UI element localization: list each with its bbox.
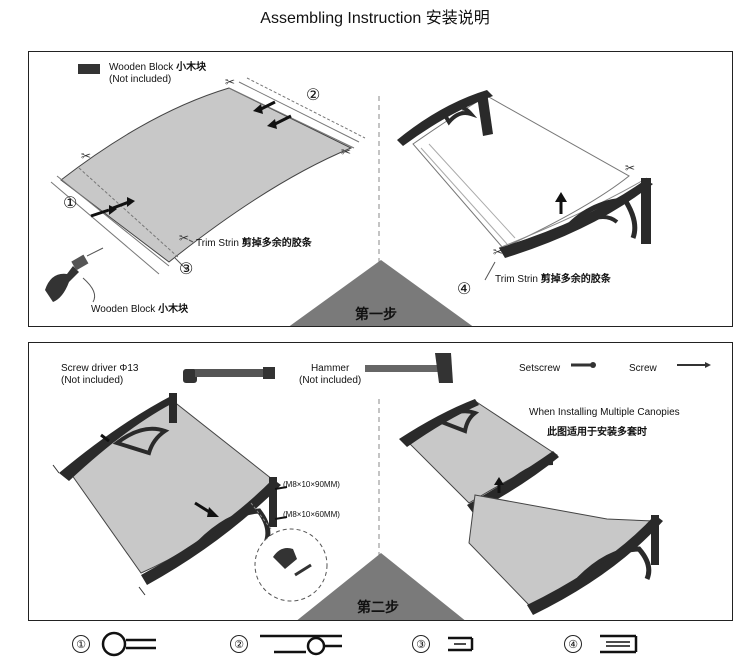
wooden-block-swatch bbox=[78, 64, 100, 74]
step-two-triangle bbox=[297, 553, 465, 620]
svg-text:✂: ✂ bbox=[179, 231, 189, 245]
svg-text:✂: ✂ bbox=[81, 149, 91, 163]
step-one-triangle bbox=[289, 260, 473, 326]
bracket-fit-icon bbox=[448, 636, 474, 652]
step-two-illustration bbox=[52, 353, 711, 620]
title-chinese: 安装说明 bbox=[425, 10, 490, 27]
marker-3: ③ bbox=[179, 261, 194, 278]
sequence-number-4: ④ bbox=[564, 635, 582, 653]
screwdriver-label: Screw driver Φ13(Not included) bbox=[61, 363, 139, 386]
step-two-panel: Screw driver Φ13(Not included) Hammer(No… bbox=[28, 342, 733, 621]
screwdriver-icon bbox=[183, 369, 197, 383]
marker-2: ② bbox=[306, 87, 321, 104]
sequence-number-3: ③ bbox=[412, 635, 430, 653]
page-title: Assembling Instruction 安装说明 bbox=[0, 4, 750, 28]
svg-text:✂: ✂ bbox=[225, 75, 235, 89]
clip-connector-icon bbox=[260, 634, 342, 656]
sequence-item-1: ① bbox=[72, 630, 160, 658]
hammer-tool-icon bbox=[365, 365, 441, 372]
svg-text:✂: ✂ bbox=[625, 161, 635, 175]
trim-strin-label: Trim Strin 剪掉多余的胶条 bbox=[196, 238, 312, 249]
multiple-canopies-cn-label: 此图适用于安装多套时 bbox=[547, 427, 647, 438]
bolt-label-90: (M8×10×90MM) bbox=[283, 480, 340, 489]
hammer-icon bbox=[45, 266, 79, 302]
ring-connector-icon bbox=[101, 631, 156, 657]
fastening-sequence: ① ② ③ ④ bbox=[0, 624, 750, 664]
trim-strin-right-label: Trim Strin 剪掉多余的胶条 bbox=[495, 274, 611, 285]
canopy-sheet-right bbox=[412, 95, 630, 249]
wooden-block-bottom-label: Wooden Block 小木块 bbox=[91, 304, 189, 315]
svg-text:✂: ✂ bbox=[341, 145, 351, 159]
sequence-number-1: ① bbox=[72, 635, 90, 653]
screw-label: Screw bbox=[629, 363, 657, 374]
step-one-illustration: ✂ ✂ ✂ ✂ ✂ ✂ bbox=[45, 64, 653, 326]
wooden-block-legend: Wooden Block 小木块 (Not included) bbox=[109, 62, 207, 85]
setscrew-label: Setscrew bbox=[519, 363, 561, 374]
sequence-item-2: ② bbox=[230, 630, 344, 658]
svg-text:✂: ✂ bbox=[493, 245, 503, 259]
marker-1: ① bbox=[63, 195, 78, 212]
bolt-label-60: (M8×10×60MM) bbox=[283, 510, 340, 519]
step-one-label: 第一步 bbox=[355, 307, 397, 323]
sequence-number-2: ② bbox=[230, 635, 248, 653]
bracket-step2-top bbox=[59, 395, 177, 481]
step-two-label: 第二步 bbox=[357, 600, 399, 616]
hammer-label: Hammer(Not included) bbox=[299, 363, 362, 386]
marker-4: ④ bbox=[457, 281, 472, 298]
title-english: Assembling Instruction bbox=[260, 10, 422, 27]
canopy-step2-left bbox=[68, 400, 278, 574]
detail-zoom-circle bbox=[254, 528, 328, 602]
sequence-item-4: ④ bbox=[564, 630, 644, 658]
canopy-sheet-left bbox=[60, 87, 353, 263]
multiple-canopies-label: When Installing Multiple Canopies bbox=[529, 407, 680, 418]
step-one-panel: ✂ ✂ ✂ ✂ ✂ ✂ Wood bbox=[28, 51, 733, 327]
locked-fit-icon bbox=[600, 634, 638, 654]
sequence-item-3: ③ bbox=[412, 630, 480, 658]
